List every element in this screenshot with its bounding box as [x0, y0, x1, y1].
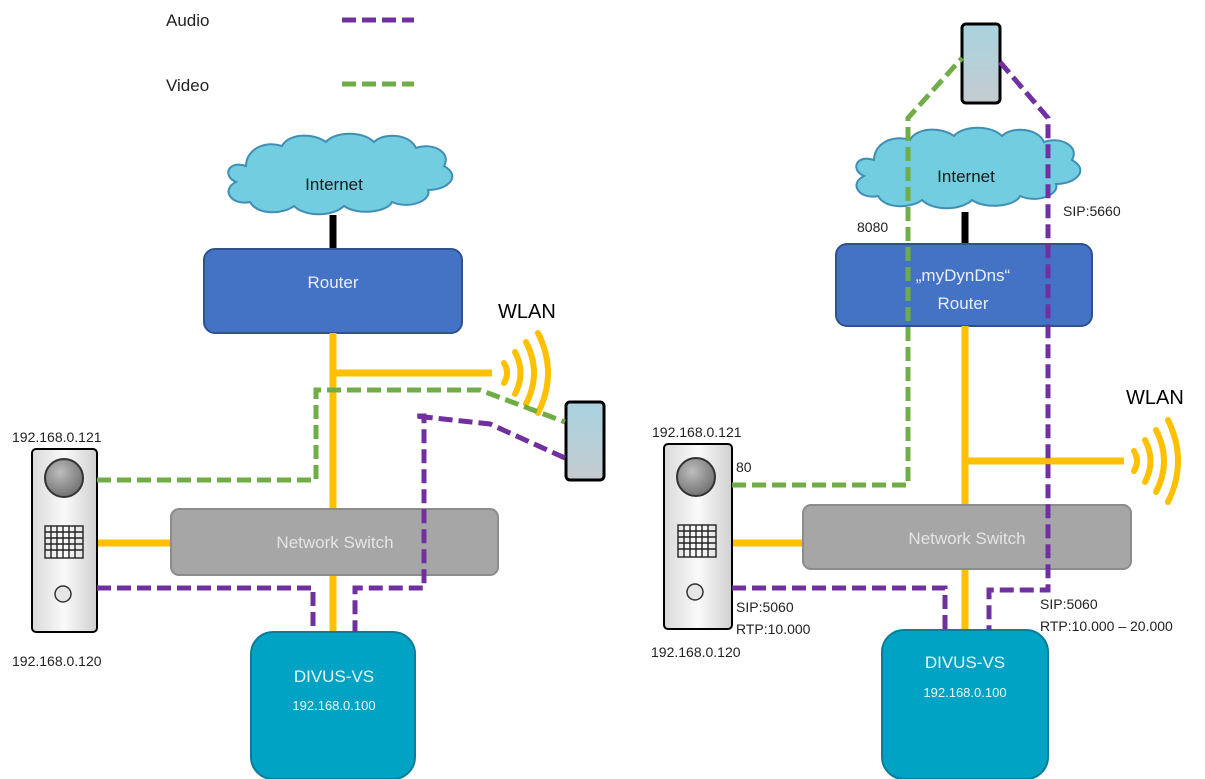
right-divus-ip: 192.168.0.100 [923, 685, 1006, 700]
right-rtp-left: RTP:10.000 [736, 621, 811, 637]
left-keypad-icon [44, 525, 84, 559]
right-rtp-right: RTP:10.000 – 20.000 [1040, 618, 1173, 634]
right-port-80: 80 [736, 459, 752, 475]
left-network-switch: Network Switch [170, 508, 499, 576]
right-doorstation-ip-top: 192.168.0.121 [652, 424, 742, 440]
right-video-stream [732, 56, 964, 488]
left-camera-icon [44, 458, 84, 498]
right-wlan-icon [1131, 417, 1181, 505]
right-bell-button-icon [686, 583, 704, 601]
right-wlan-label: WLAN [1126, 387, 1184, 409]
left-door-station [31, 448, 98, 633]
right-router-line2: Router [937, 294, 988, 313]
right-keypad-icon [677, 524, 717, 558]
left-wlan-label: WLAN [498, 301, 556, 323]
right-ethernet-lines [732, 326, 1124, 630]
right-internet-label: Internet [937, 167, 995, 186]
left-video-stream [97, 387, 566, 483]
left-internet-label: Internet [305, 175, 363, 194]
right-sip-5060-right: SIP:5060 [1040, 596, 1098, 612]
left-divus-ip: 192.168.0.100 [292, 698, 375, 713]
left-wlan-icon [501, 330, 551, 416]
right-port-8080: 8080 [857, 219, 888, 235]
left-doorstation-ip-top: 192.168.0.121 [12, 429, 102, 445]
left-switch-label: Network Switch [276, 533, 393, 552]
right-divus-name: DIVUS-VS [925, 653, 1005, 672]
right-doorstation-ip-bottom: 192.168.0.120 [651, 644, 741, 660]
right-switch-label: Network Switch [908, 529, 1025, 548]
right-router-line1: „myDynDns“ [916, 266, 1011, 285]
left-bell-button-icon [54, 585, 72, 603]
left-diagram: Internet Router Network Switch DIVUS-VS … [12, 132, 606, 779]
right-diagram: Internet „myDynDns“ Router 8080 SIP:5660… [651, 22, 1184, 779]
right-door-station [663, 443, 733, 630]
right-router: „myDynDns“ Router [835, 243, 1093, 327]
left-divus-vs: DIVUS-VS 192.168.0.100 [250, 631, 416, 779]
left-audio-stream-phone [352, 413, 567, 632]
right-mobile-phone [960, 22, 1002, 105]
left-ethernet-lines [97, 333, 492, 632]
legend-audio-label: Audio [166, 11, 209, 30]
right-camera-icon [676, 457, 716, 497]
left-divus-name: DIVUS-VS [294, 667, 374, 686]
right-network-switch: Network Switch [802, 504, 1132, 570]
legend-video-label: Video [166, 76, 209, 95]
left-router: Router [203, 248, 463, 334]
left-internet-cloud: Internet [227, 132, 454, 216]
left-doorstation-ip-bottom: 192.168.0.120 [12, 653, 102, 669]
right-internet-cloud: Internet [855, 126, 1082, 210]
right-sip-5060-left: SIP:5060 [736, 599, 794, 615]
left-router-label: Router [307, 273, 358, 292]
right-audio-stream-door [732, 585, 948, 630]
left-audio-stream-door [97, 585, 316, 632]
right-audio-stream-phone [986, 60, 1051, 630]
left-mobile-phone [564, 400, 606, 482]
right-divus-vs: DIVUS-VS 192.168.0.100 [881, 629, 1049, 779]
legend: Audio Video [166, 11, 414, 95]
right-sip-5660: SIP:5660 [1063, 203, 1121, 219]
